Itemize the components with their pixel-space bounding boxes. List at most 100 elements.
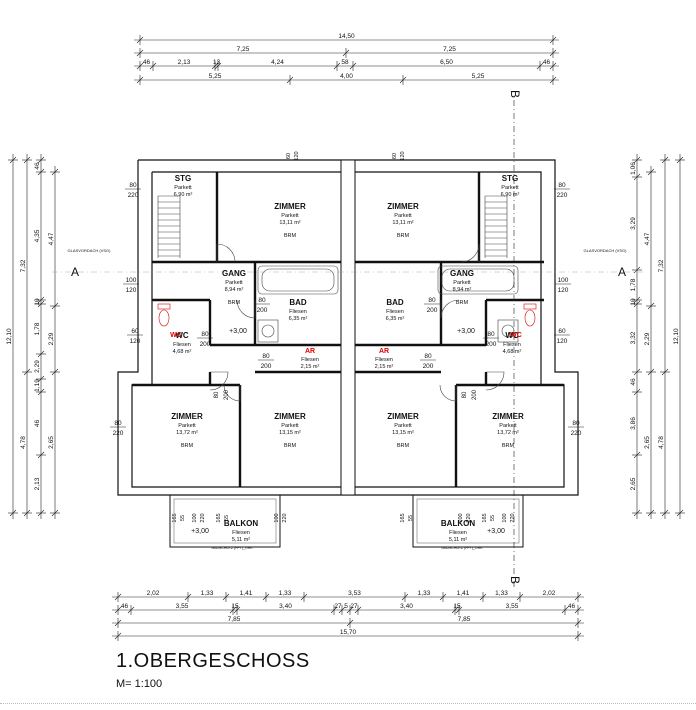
gang-right-name: GANG <box>450 269 474 278</box>
zimmer-bottom-inner-right-area: 13,15 m² <box>392 430 414 436</box>
door-swing <box>439 384 457 402</box>
gang-right-floor: Parkett <box>453 280 471 286</box>
balcony-door-dim: 100 <box>192 513 198 522</box>
dim-label: 2,65 <box>630 477 637 490</box>
dimension-lines <box>8 35 685 641</box>
dim-label: 6,50 <box>440 59 453 66</box>
opening-height: 220 <box>557 192 568 199</box>
stg-left-area: 6,90 m² <box>174 192 193 198</box>
zimmer-bottom-outer-right-floor: Parkett <box>499 423 517 429</box>
stg-left-name: STG <box>175 174 191 183</box>
drawing-scale: M= 1:100 <box>116 678 163 690</box>
opening-width: 80 <box>129 182 137 189</box>
wc-right-name: WC <box>505 331 519 340</box>
zimmer-bottom-inner-right-name: ZIMMER <box>387 412 419 421</box>
toilet <box>158 309 170 327</box>
dim-label: 1,78 <box>34 322 41 335</box>
dim-label: 3,32 <box>630 331 637 344</box>
opening-height: 200 <box>486 341 497 348</box>
party-wall <box>340 159 356 496</box>
dim-label: 1,41 <box>240 590 253 597</box>
dim-label: 3,53 <box>348 590 361 597</box>
opening-width: 60 <box>558 328 566 335</box>
dim-label: 10 <box>630 298 637 306</box>
opening-height: 200 <box>261 363 272 370</box>
zimmer-bottom-outer-right-note: BRM <box>502 443 515 449</box>
ar-left-name: AR <box>305 348 315 355</box>
dim-label: 1,19 <box>34 379 41 392</box>
opening-height: 120 <box>126 287 137 294</box>
window-dim: 60 <box>392 153 398 159</box>
door-swing <box>440 299 460 319</box>
dim-label: 3,29 <box>630 217 637 230</box>
dim-label: 2,29 <box>48 332 55 345</box>
section-marker-b-top: B <box>508 90 522 98</box>
opening-width: 80 <box>114 420 122 427</box>
gauschutz-left: GAUSCHUTZ (FPT)_ORK <box>211 546 253 550</box>
zimmer-bottom-outer-left-note: BRM <box>181 443 194 449</box>
opening-width: 60 <box>131 328 139 335</box>
balcony-door-dim: 220 <box>200 513 206 522</box>
dim-label: 7,32 <box>20 259 27 272</box>
dim-label: 7,85 <box>458 616 471 623</box>
zimmer-top-left-floor: Parkett <box>281 213 299 219</box>
dim-label: 1,33 <box>201 590 214 597</box>
section-marker-b-bottom: B <box>508 576 522 584</box>
balcony-door-dim: 165 <box>482 513 488 522</box>
opening-width: 80 <box>258 297 266 304</box>
opening-width: 100 <box>558 277 569 284</box>
bad-right-name: BAD <box>386 298 404 307</box>
door-swing <box>236 299 256 319</box>
opening-height: 120 <box>558 287 569 294</box>
door-swing <box>216 243 236 263</box>
opening-height: 200 <box>423 363 434 370</box>
zimmer-bottom-inner-right-note: BRM <box>397 443 410 449</box>
balcony-door-dim: 165 <box>400 513 406 522</box>
balkon-right-area: 5,11 m² <box>449 537 467 543</box>
dim-label: 46 <box>630 378 637 386</box>
balcony-outline <box>169 494 281 548</box>
opening-width: 80 <box>201 331 209 338</box>
gang-right-note: BRM <box>456 300 469 306</box>
opening-width: 80 <box>428 297 436 304</box>
window-dim: 120 <box>294 151 300 160</box>
zimmer-bottom-outer-right-area: 13,72 m² <box>497 430 519 436</box>
dim-label: 4,78 <box>658 436 665 449</box>
dim-label: 27 <box>334 603 342 610</box>
zimmer-top-left-name: ZIMMER <box>274 202 306 211</box>
balcony-door-dim: 165 <box>216 513 222 522</box>
dim-label: 14,50 <box>338 33 355 40</box>
section-marker-a-left: A <box>71 265 79 279</box>
dim-label: 46 <box>121 603 129 610</box>
zimmer-top-right-name: ZIMMER <box>387 202 419 211</box>
washbasin <box>497 319 519 343</box>
zimmer-bottom-outer-left-area: 13,72 m² <box>176 430 198 436</box>
dim-label: 1,41 <box>457 590 470 597</box>
stg-right-name: STG <box>502 174 518 183</box>
wc-left-floor: Fliesen <box>173 342 191 348</box>
dim-label: 4,35 <box>34 229 41 242</box>
opening-height: 200 <box>200 341 211 348</box>
balcony-door-dim: 220 <box>466 513 472 522</box>
dim-label: 46 <box>568 603 576 610</box>
gang-left-floor: Parkett <box>225 280 243 286</box>
dim-label: 12,10 <box>6 328 13 345</box>
dim-label: 58 <box>341 59 349 66</box>
dim-label: 3,55 <box>506 603 519 610</box>
dim-label: 1,78 <box>630 278 637 291</box>
window-dim: 120 <box>400 151 406 160</box>
dim-label: 15 <box>231 603 239 610</box>
door-dim: 200 <box>472 389 478 400</box>
level-marker: +3,00 <box>191 528 209 535</box>
door-dim: 200 <box>224 389 230 400</box>
dim-label: 46 <box>34 162 41 170</box>
level-marker: +3,00 <box>487 528 505 535</box>
door-swing <box>209 371 229 391</box>
bad-left-name: BAD <box>289 298 307 307</box>
balcony-door-dim: 55 <box>224 515 230 521</box>
wc-right-red: WC <box>510 332 522 339</box>
opening-width: 80 <box>424 353 432 360</box>
ar-right-area: 2,15 m² <box>375 364 394 370</box>
door-swing <box>460 243 480 263</box>
